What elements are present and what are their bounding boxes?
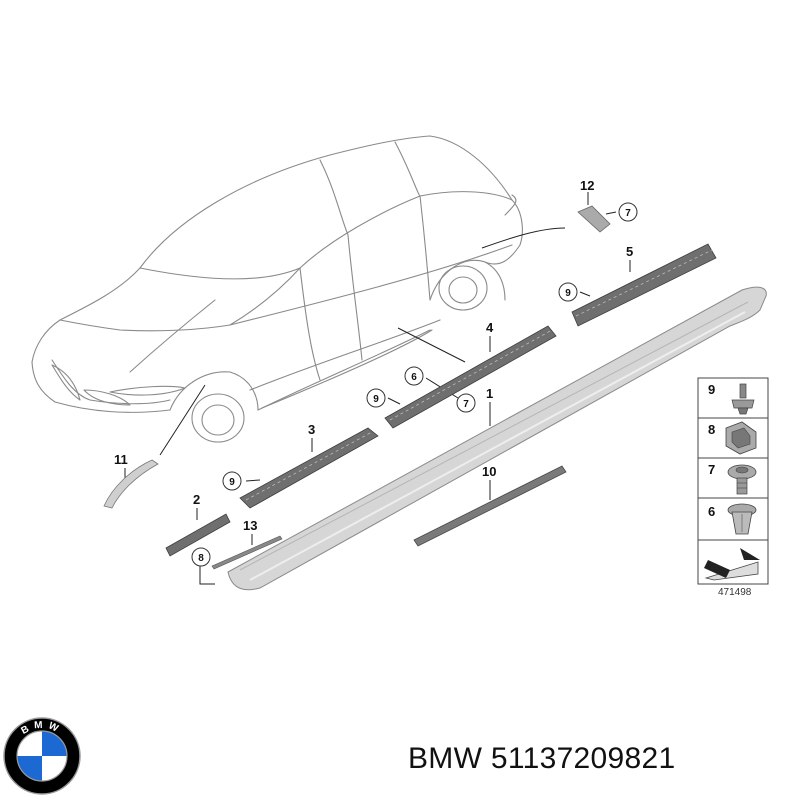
rivet-icon bbox=[727, 503, 757, 535]
kit-arrow-icon bbox=[704, 548, 760, 581]
fastener-legend: 9 8 7 6 bbox=[697, 377, 769, 598]
bracket-2 bbox=[165, 513, 231, 557]
legend-label-6: 6 bbox=[708, 504, 715, 519]
legend-label-7: 7 bbox=[708, 462, 715, 477]
label-13: 13 bbox=[243, 518, 257, 533]
label-12: 12 bbox=[580, 178, 594, 193]
corner-12 bbox=[577, 205, 611, 233]
label-10: 10 bbox=[482, 464, 496, 479]
drawing-code: 471498 bbox=[718, 587, 752, 598]
circle-label-6: 6 bbox=[411, 372, 417, 383]
trim-11 bbox=[103, 459, 159, 509]
push-pin-icon bbox=[731, 383, 755, 415]
label-1: 1 bbox=[486, 386, 493, 401]
strip-10 bbox=[413, 465, 567, 547]
clip-icon bbox=[725, 421, 757, 455]
part-caption: BMW 51137209821 bbox=[408, 742, 675, 776]
leader-lines bbox=[124, 192, 631, 585]
rod-13 bbox=[211, 535, 283, 570]
circle-label-7a: 7 bbox=[625, 208, 631, 219]
circle-label-9a: 9 bbox=[565, 288, 571, 299]
legend-label-9: 9 bbox=[708, 382, 715, 397]
circle-label-7b: 7 bbox=[463, 399, 469, 410]
label-11: 11 bbox=[114, 452, 128, 467]
bracket-3 bbox=[239, 427, 379, 509]
circle-label-8: 8 bbox=[198, 553, 204, 564]
legend-label-8: 8 bbox=[708, 422, 715, 437]
bmw-logo: BMW bbox=[3, 717, 81, 795]
label-4: 4 bbox=[486, 320, 494, 335]
circle-label-9b: 9 bbox=[373, 394, 379, 405]
caption-brand: BMW bbox=[408, 742, 483, 775]
circle-label-9c: 9 bbox=[229, 477, 235, 488]
label-3: 3 bbox=[308, 422, 315, 437]
caption-part-number: 51137209821 bbox=[490, 742, 676, 775]
label-2: 2 bbox=[193, 492, 200, 507]
label-5: 5 bbox=[626, 244, 633, 259]
screw-icon bbox=[727, 464, 757, 495]
bracket-4 bbox=[384, 325, 557, 429]
parts bbox=[103, 205, 767, 591]
part-labels: 1 2 3 4 5 10 11 12 13 bbox=[114, 178, 633, 533]
car-outline bbox=[31, 135, 523, 443]
circled-labels: 7 9 6 7 9 9 8 bbox=[191, 202, 638, 567]
bracket-5 bbox=[571, 243, 717, 327]
